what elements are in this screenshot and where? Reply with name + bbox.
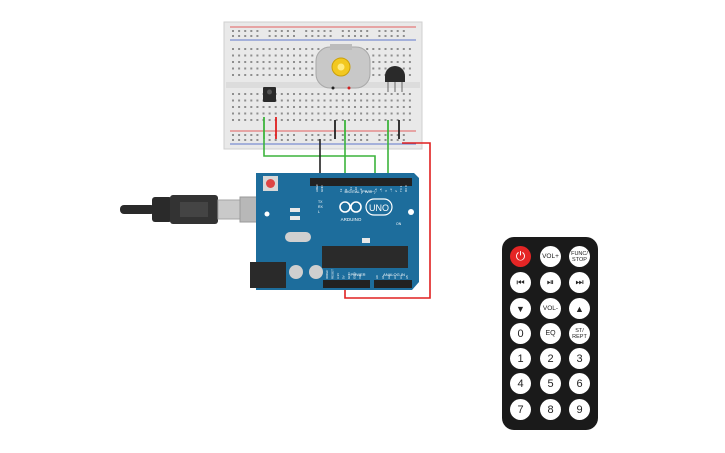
remote-button-st-rept[interactable]: ST/ REPT: [569, 323, 590, 344]
analog-pin-label: A5: [405, 275, 409, 279]
remote-button-2[interactable]: 2: [540, 348, 561, 369]
rx-label: RX: [318, 205, 324, 209]
digital-header[interactable]: [310, 178, 412, 186]
breadboard-leads: [263, 117, 400, 139]
digital-pin-label: TX 1: [399, 185, 403, 192]
aref-label: AREF: [315, 184, 319, 192]
remote-button-play-pause[interactable]: ⏯: [540, 272, 561, 293]
analog-pin-label: A0: [375, 275, 379, 279]
wire-red-1: [344, 142, 431, 299]
remote-button-power[interactable]: ⏻: [510, 246, 531, 267]
analog-pin-label: A3: [393, 275, 397, 279]
arduino-logo-text: ARDUINO: [341, 217, 362, 222]
digital-pin-label: ~6: [374, 188, 378, 192]
power-header[interactable]: [323, 280, 370, 288]
remote-button-4[interactable]: 4: [510, 373, 531, 394]
power-pin-label: GND: [353, 272, 357, 280]
tx-label: TX: [318, 200, 323, 204]
digital-pin-label: 2: [394, 190, 398, 192]
digital-pin-label: ~9: [359, 188, 363, 192]
digital-pin-label: ~11: [349, 187, 353, 192]
uno-model-label: UNO: [369, 203, 389, 213]
remote-button-7[interactable]: 7: [510, 399, 531, 420]
digital-pin-label: 8: [364, 190, 368, 192]
power-pin-label: IOREF: [325, 270, 329, 279]
remote-button-0[interactable]: 0: [510, 323, 531, 344]
remote-button-prev[interactable]: ⏮: [510, 272, 531, 293]
remote-button-up[interactable]: ▲: [569, 298, 590, 319]
digital-pin-label: RX 0: [404, 185, 408, 192]
power-jack: [250, 262, 286, 288]
transistor[interactable]: [385, 66, 405, 92]
analog-label: ANALOG IN: [383, 272, 405, 277]
remote-button-down[interactable]: ▼: [510, 298, 531, 319]
power-pin-label: GND: [347, 272, 351, 280]
digital-pin-label: 7: [369, 190, 373, 192]
remote-button-6[interactable]: 6: [569, 373, 590, 394]
gnd-label: GND: [320, 185, 324, 193]
analog-header[interactable]: [374, 280, 412, 288]
power-pin-label: 3.3V: [336, 273, 340, 279]
digital-pin-label: ~10: [354, 187, 358, 192]
power-pin-label: RESET: [331, 269, 335, 279]
digital-pin-label: 4: [384, 190, 388, 192]
on-label: ON: [396, 222, 402, 226]
arduino-logo: [339, 201, 362, 213]
power-label: POWER: [350, 272, 365, 277]
remote-button-vol-down[interactable]: VOL-: [540, 298, 561, 319]
analog-pin-label: A1: [381, 275, 385, 279]
digital-pin-label: 12: [344, 188, 348, 192]
remote-button-func-stop[interactable]: FUNC/ STOP: [569, 246, 590, 267]
atmega-chip: [322, 246, 408, 268]
remote-button-next[interactable]: ⏭: [569, 272, 590, 293]
power-pin-label: 5V: [342, 275, 346, 279]
remote-button-5[interactable]: 5: [540, 373, 561, 394]
remote-button-eq[interactable]: EQ: [540, 323, 561, 344]
ir-receiver-component[interactable]: [263, 87, 276, 102]
remote-button-9[interactable]: 9: [569, 399, 590, 420]
remote-button-vol-up[interactable]: VOL+: [540, 246, 561, 267]
power-pin-label: Vin: [358, 274, 362, 279]
analog-pin-label: A4: [399, 275, 403, 279]
remote-button-3[interactable]: 3: [569, 348, 590, 369]
digital-pin-label: 13: [339, 188, 343, 192]
dc-motor[interactable]: [315, 44, 371, 90]
digital-label: DIGITAL (PWM~): [345, 189, 377, 194]
digital-pin-label: ~5: [379, 188, 383, 192]
arduino-uno-board[interactable]: UNO ARDUINO DIGITAL (PWM~) POWER ANALOG …: [250, 173, 419, 290]
analog-pin-label: A2: [387, 275, 391, 279]
l-label: L: [318, 210, 320, 214]
remote-button-1[interactable]: 1: [510, 348, 531, 369]
remote-button-8[interactable]: 8: [540, 399, 561, 420]
digital-pin-label: ~3: [389, 188, 393, 192]
